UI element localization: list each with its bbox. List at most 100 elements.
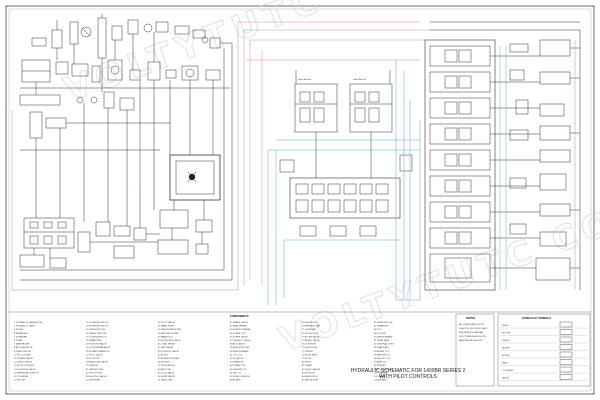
legend-item: 8 ACCUMULATOR: [14, 346, 33, 349]
title-line-1: HYDRAULIC SCHEMATIC FOR 1400BR SERIES 2: [351, 368, 466, 374]
legend-item: 49 LOCK VALVE: [158, 371, 175, 374]
legend-item: 40 SEQUENCE VALVE: [158, 339, 181, 342]
legend-item: 70 EMERG PUMP: [302, 326, 321, 328]
control-valve-stack: [424, 21, 581, 291]
legend-item: 93 TRACK ADJ: [374, 346, 389, 349]
legend-item: 35 FOOT VALVE: [158, 321, 175, 324]
symbol-label: CHECK: [502, 340, 510, 342]
right-blue-lines: [499, 40, 576, 290]
legend-item: 51 TANK LINE: [158, 379, 173, 382]
valve-bank-b-label: Valve Bank B: [353, 79, 367, 81]
legend-item: 62 ROTATOR: [230, 357, 244, 360]
legend-item: 28 JOYSTICK: [86, 358, 100, 360]
hydraulic-lines-blue: [267, 60, 421, 305]
legend-item: 42 UNLOADER: [158, 346, 174, 349]
legend-item: 54 SERVICE BRAKE: [230, 328, 251, 331]
notes-heading: NOTES: [466, 316, 475, 320]
legend-item: 14 SOLENOID VALVE: [14, 368, 36, 371]
legend-item: 89 CLUTCH: [374, 333, 386, 335]
symbol-glyph: [559, 321, 573, 328]
sheet-inner-border: [8, 8, 592, 392]
legend-item: 64 CLAMP CYL: [230, 364, 246, 367]
legend-item: 88 PTO: [374, 329, 382, 331]
legend-item: 71 DIVERTER: [302, 329, 316, 331]
legend-item: 22 OUTRIGGER CYL: [86, 336, 108, 338]
legend-item: 37 PRESSURE FILTER: [158, 329, 181, 331]
notes-box: [455, 313, 495, 387]
watermark-group: VOLTYTUTC COM VOLTYTUTC COM: [59, 0, 600, 361]
title-line-2: WITH PILOT CONTROLS: [379, 374, 437, 380]
legend-item: 33 SHUTTLE VALVE: [86, 375, 107, 378]
note-line: PILOT PRESSURE 400 PSI: [459, 336, 487, 338]
legend-item: 101 SHEAR: [374, 375, 386, 378]
legend-item: 68 ALARM: [230, 379, 241, 382]
legend-item: 44 SPOOL: [158, 354, 169, 356]
legend-item: 6 PUMP: [14, 340, 23, 342]
symbol-label: TANK: [502, 362, 508, 365]
symbol-glyph: [559, 336, 573, 343]
legend-item: 36 HAND PUMP: [158, 325, 175, 328]
legend-item: 13 FLOW CONTROL: [14, 365, 35, 367]
legend-item: 16 CYLINDER: [14, 376, 29, 378]
watermark-text-1: VOLTYTUTC COM: [59, 0, 444, 110]
note-line: CHECK FLUID LEVEL DAILY: [459, 327, 488, 330]
valve-bank-group: [279, 70, 413, 237]
legend-item: 85 FAN MOTOR: [302, 379, 318, 382]
legend-item: 47 PORT RELIEF: [158, 365, 176, 367]
left-circuit: [19, 14, 233, 281]
legend-item: 67 LEVEL SENSOR: [230, 376, 250, 378]
legend-item: 60 WINCH BRAKE: [230, 350, 249, 353]
legend-item: 50 DUMP VALVE: [158, 375, 175, 378]
legend-item: 43 CONTROL VALVE: [158, 350, 180, 353]
legend-item: 21 TRAVEL MOTOR: [86, 332, 106, 335]
legend-item: 15 PRESSURE SWITCH: [14, 372, 39, 374]
legend-item: 20 SWING MOTOR: [86, 329, 106, 331]
legend-item: 23 STABILIZER: [86, 339, 102, 342]
legend-item: 30 ORIFICE: [86, 365, 98, 367]
legend-item: 82 SIGHT GAUGE: [302, 368, 321, 371]
legend-item: 66 JIB CYL: [230, 372, 242, 374]
legend-item: 77 SWIVEL: [302, 351, 314, 353]
note-line: MAIN RELIEF 3000 PSI: [459, 339, 483, 342]
legend-item: 26 ROTARY MANIFOLD: [86, 350, 110, 353]
legend-item: 76 QUICK DISC: [302, 347, 318, 349]
legend-item: 86 DRIVE MOTOR: [374, 322, 393, 324]
legend-item: 78 HOSE REEL: [302, 354, 318, 356]
legend-item: 41 LOAD SENSE: [158, 343, 176, 346]
legend-item: 102 AUGER: [374, 379, 386, 382]
symbol-glyph: [559, 329, 573, 335]
symbols-box: [497, 313, 591, 387]
legend-item: 46 DETENT: [158, 362, 170, 364]
legend-item: 65 EXTEND CYL: [230, 369, 248, 371]
note-line: ALL PRESSURES IN PSI: [459, 323, 484, 326]
legend-item: 45 SPRING CENTER: [158, 358, 179, 360]
symbol-label: FILTER: [502, 355, 510, 357]
legend-item: 32 TEST POINT: [86, 372, 103, 374]
legend-item: 74 BLEED VALVE: [302, 339, 320, 342]
legend-item: 59 WINCH MOTOR: [230, 347, 250, 349]
symbols-heading: HYDRAULIC SYMBOLS: [522, 316, 551, 320]
legend-item: 61 TILT CYL: [230, 354, 243, 356]
pilot-lines-red: [11, 21, 420, 291]
legend-item: 63 GRAPPLE: [230, 361, 244, 364]
legend-item: 57 PRIORITY VALVE: [230, 339, 251, 342]
legend-item: 87 GEARBOX: [374, 325, 388, 328]
legend-item: 4 BREATHER: [14, 332, 28, 335]
legend-item: 72 BOOM LOCK: [302, 333, 319, 335]
legend-item: 2 HYDRAULIC TANK: [14, 325, 35, 328]
watermark-text-2: VOLTYTUTC COM: [274, 188, 600, 361]
legend-item: 12 CHECK VALVE: [14, 361, 33, 364]
legend-item: 98 DIPPER: [374, 365, 386, 367]
sheet-border: [5, 5, 595, 395]
legend-item: 83 DIPSTICK: [302, 372, 316, 374]
legend-item: 56 STEER VALVE: [230, 335, 248, 338]
legend-item: 1 HYDRAULIC RESERVOIR: [14, 321, 42, 324]
legend-item: 69 SELECTOR: [302, 322, 317, 324]
symbol-glyph: [559, 366, 573, 373]
symbol-glyph: [559, 344, 573, 350]
symbol-label: VALVE: [502, 377, 509, 380]
legend-item: 29 REDUCING VALVE: [86, 361, 109, 364]
pilot-lines-purple: [243, 29, 430, 285]
